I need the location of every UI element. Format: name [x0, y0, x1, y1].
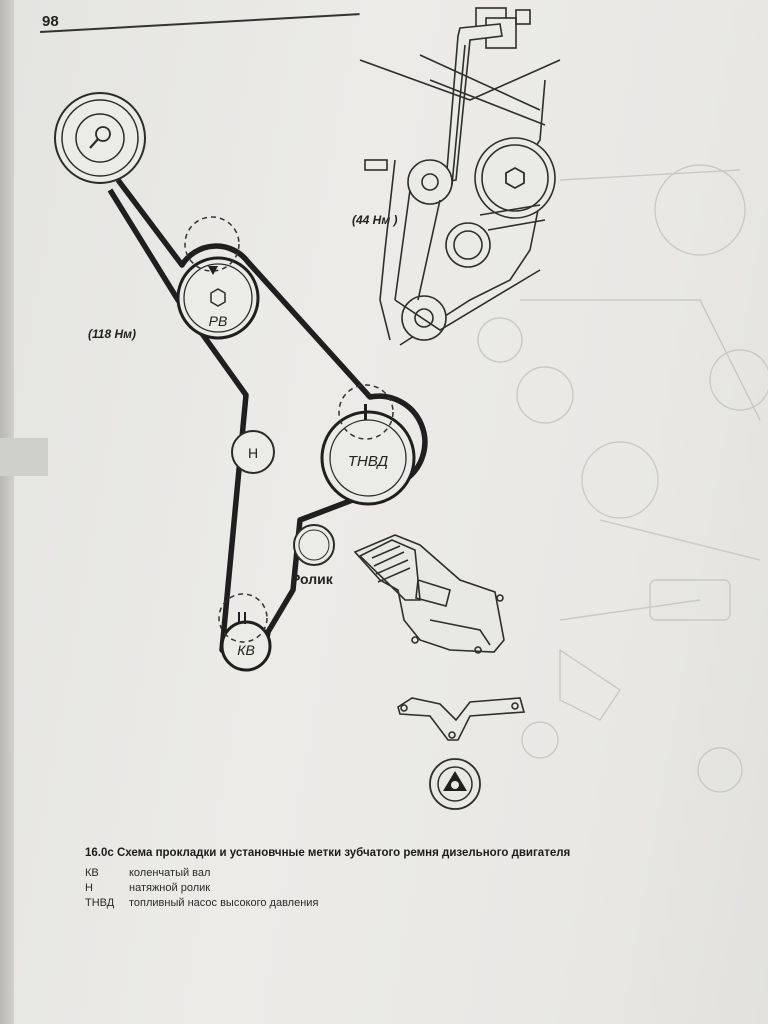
label-tnvd: ТНВД [348, 453, 389, 470]
torque-44-label: (44 Нм ) [352, 213, 398, 227]
book-page [14, 0, 768, 1024]
camshaft-pulley: РВ [176, 216, 260, 340]
label-n: Н [248, 445, 258, 461]
legend-row: Н натяжной ролик [85, 881, 318, 896]
page-tab [0, 438, 48, 476]
legend-text: топливный насос высокого давления [129, 897, 319, 909]
legend-row: ТНВД топливный насос высокого давления [85, 896, 318, 911]
small-pulley-illustration [429, 758, 481, 810]
show-through-graphics [477, 164, 768, 793]
tensioner-bracket-illustration [359, 7, 561, 346]
page-number: 98 [42, 13, 59, 30]
legend-abbr: КВ [85, 867, 99, 879]
torque-118-label: (118 Нм) [88, 327, 136, 341]
top-pulley [54, 92, 146, 184]
legend-row: КВ коленчатый вал [85, 866, 318, 881]
fuel-pump-pulley: ТНВД [320, 384, 416, 506]
timing-cover-illustration [353, 534, 505, 654]
tensioner-pulley: Н [231, 430, 275, 474]
book-binding [0, 0, 14, 1024]
crankshaft-pulley: КВ [218, 593, 272, 672]
figure-legend: КВ коленчатый вал Н натяжной ролик ТНВД … [85, 866, 318, 911]
idler-roller: Ролик [291, 524, 335, 587]
figure-caption: 16.0с Схема прокладки и установчные метк… [85, 847, 571, 859]
label-kv: КВ [237, 642, 255, 658]
cover-plate-illustration [397, 697, 526, 741]
legend-abbr: ТНВД [85, 897, 115, 909]
legend-abbr: Н [85, 882, 93, 894]
legend-text: натяжной ролик [129, 882, 211, 894]
label-rolik: Ролик [291, 571, 334, 587]
label-rv: РВ [209, 313, 228, 329]
legend-text: коленчатый вал [129, 867, 211, 879]
